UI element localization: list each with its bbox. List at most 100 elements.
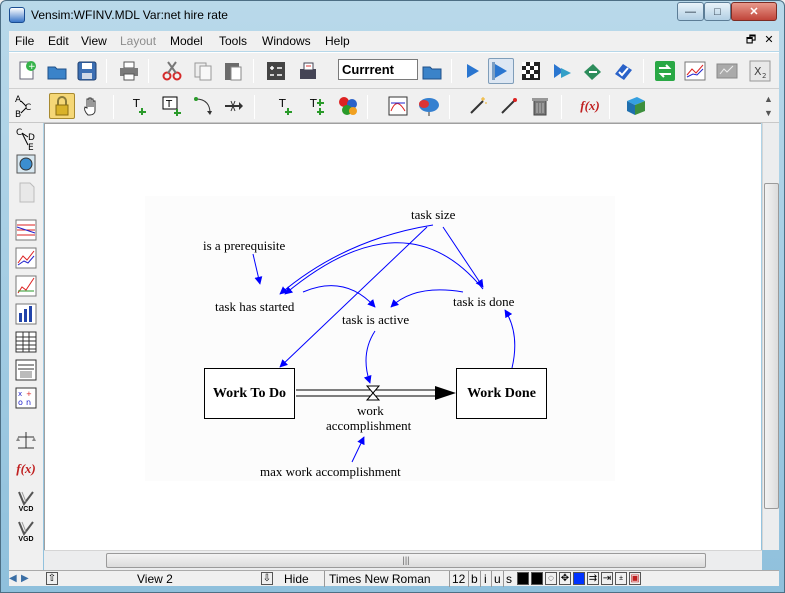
link-task-has-started-to-task-is-active[interactable]	[302, 285, 376, 308]
link-task-size-to-task-is-done[interactable]	[442, 226, 484, 288]
position-icon[interactable]: ✥	[559, 572, 571, 585]
view-next-arrow[interactable]: ▶	[21, 573, 29, 584]
border-color-swatch[interactable]	[531, 572, 543, 585]
causes-graph-icon[interactable]	[14, 275, 38, 297]
graph-icon[interactable]	[14, 247, 38, 269]
work-accomplishment-flow-pipe[interactable]	[296, 386, 456, 400]
paste-icon[interactable]	[220, 58, 246, 84]
browse-run-icon[interactable]	[419, 58, 445, 84]
synthesim-icon[interactable]	[488, 58, 514, 84]
view-up-button[interactable]: ⇧	[46, 572, 58, 585]
italic-toggle[interactable]: i	[480, 571, 487, 587]
font-name[interactable]: Times New Roman	[324, 571, 431, 587]
var-work-accomplishment-line1[interactable]: work	[357, 403, 384, 418]
documentation-icon[interactable]	[623, 93, 649, 119]
document-tool-icon[interactable]	[14, 181, 38, 203]
link-task-is-done-to-task-is-active[interactable]	[390, 289, 464, 308]
polarity-icon[interactable]: ±	[615, 572, 627, 585]
new-model-icon[interactable]: +	[14, 58, 40, 84]
graph-compare-icon[interactable]	[682, 58, 708, 84]
open-model-icon[interactable]	[44, 58, 70, 84]
cloud-icon[interactable]	[416, 93, 442, 119]
control-panel-icon[interactable]	[652, 58, 678, 84]
link-task-size-to-work-to-do[interactable]	[279, 226, 428, 368]
link-max-to-work-accomplishment[interactable]	[351, 436, 365, 463]
shadow-variable-icon[interactable]: T	[273, 93, 299, 119]
stock-work-done[interactable]: Work Done	[456, 368, 547, 419]
text-color-swatch[interactable]	[517, 572, 529, 585]
magic-wand-icon[interactable]	[465, 93, 491, 119]
runs-compare-icon[interactable]	[14, 359, 38, 381]
loops-icon[interactable]	[14, 153, 38, 175]
hide-down-button[interactable]: ⇩	[261, 572, 273, 585]
reality-check-icon[interactable]	[610, 58, 636, 84]
underline-toggle[interactable]: u	[491, 571, 501, 587]
minimize-button[interactable]: —	[677, 2, 704, 21]
hide-button[interactable]: Hide	[284, 572, 309, 586]
sketch-comment-icon[interactable]	[385, 93, 411, 119]
strike-toggle[interactable]: s	[503, 571, 512, 587]
bold-toggle[interactable]: b	[468, 571, 478, 587]
menu-layout[interactable]: Layout	[120, 34, 157, 48]
toolbar-scroll-up[interactable]: ▲	[764, 94, 773, 104]
equations-button[interactable]: f(x)	[580, 98, 600, 113]
var-max-work-accomplishment[interactable]: max work accomplishment	[260, 464, 401, 479]
menu-view[interactable]: View	[81, 34, 107, 48]
menu-model[interactable]: Model	[170, 34, 203, 48]
model-variable-icon[interactable]	[335, 93, 361, 119]
box-variable-icon[interactable]: T	[159, 93, 185, 119]
arrow-icon[interactable]	[190, 93, 216, 119]
var-task-is-active[interactable]: task is active	[342, 312, 410, 327]
rate-icon[interactable]	[221, 93, 247, 119]
var-is-a-prerequisite[interactable]: is a prerequisite	[203, 238, 286, 253]
table-icon[interactable]	[14, 331, 38, 353]
stock-work-to-do[interactable]: Work To Do	[204, 368, 295, 419]
print-icon[interactable]	[116, 58, 142, 84]
var-task-is-done[interactable]: task is done	[453, 294, 515, 309]
run-name-input[interactable]	[338, 59, 418, 80]
lock-icon[interactable]	[49, 93, 75, 119]
menu-tools[interactable]: Tools	[219, 34, 248, 48]
arrow-color-swatch[interactable]	[573, 572, 585, 585]
maximize-button[interactable]: □	[704, 2, 731, 21]
link-work-done-to-task-is-done[interactable]	[504, 309, 516, 369]
menu-windows[interactable]: Windows	[262, 34, 311, 48]
eraser-wand-icon[interactable]	[496, 93, 522, 119]
var-task-has-started[interactable]: task has started	[215, 299, 295, 314]
flow-valve-icon[interactable]	[365, 385, 381, 401]
check-model-icon[interactable]	[263, 58, 289, 84]
units-check-icon[interactable]	[295, 58, 321, 84]
bar-graph-icon[interactable]	[14, 303, 38, 325]
vgd-icon[interactable]: VGD	[14, 517, 38, 545]
menu-edit[interactable]: Edit	[48, 34, 69, 48]
mdi-close-button[interactable]: ✕	[764, 34, 774, 46]
input-output-icon[interactable]: T	[305, 93, 331, 119]
var-work-accomplishment-line2[interactable]: accomplishment	[326, 418, 412, 433]
link-task-size-to-task-has-started[interactable]	[279, 224, 434, 295]
variable-icon[interactable]: T	[127, 93, 153, 119]
hand-icon[interactable]	[80, 93, 106, 119]
link-prerequisite-to-task-has-started[interactable]	[252, 253, 263, 285]
arrow-style-icon[interactable]: ⇥	[601, 572, 613, 585]
vcd-icon[interactable]: VCD	[14, 487, 38, 515]
horizontal-scroll-thumb[interactable]: |||	[106, 553, 706, 568]
menu-file[interactable]: File	[15, 34, 35, 48]
var-task-size[interactable]: task size	[411, 207, 456, 222]
causes-strip-icon[interactable]	[14, 219, 38, 241]
link-task-is-active-to-work-accomplishment[interactable]	[363, 330, 376, 384]
toolbar-scroll-down[interactable]: ▼	[764, 108, 773, 118]
shape-icon[interactable]: ◌	[545, 572, 557, 585]
optimize-icon[interactable]	[579, 58, 605, 84]
menu-help[interactable]: Help	[325, 34, 350, 48]
delete-icon[interactable]	[527, 93, 553, 119]
equations-tool-button[interactable]: f(x)	[16, 461, 36, 476]
view-prev-arrow[interactable]: ◀	[9, 573, 17, 584]
sensitivity-icon[interactable]	[549, 58, 575, 84]
view-name[interactable]: View 2	[137, 572, 173, 586]
vensim-app-icon[interactable]	[9, 7, 25, 23]
vertical-scroll-thumb[interactable]	[764, 183, 779, 509]
vertical-scrollbar[interactable]	[762, 123, 779, 550]
